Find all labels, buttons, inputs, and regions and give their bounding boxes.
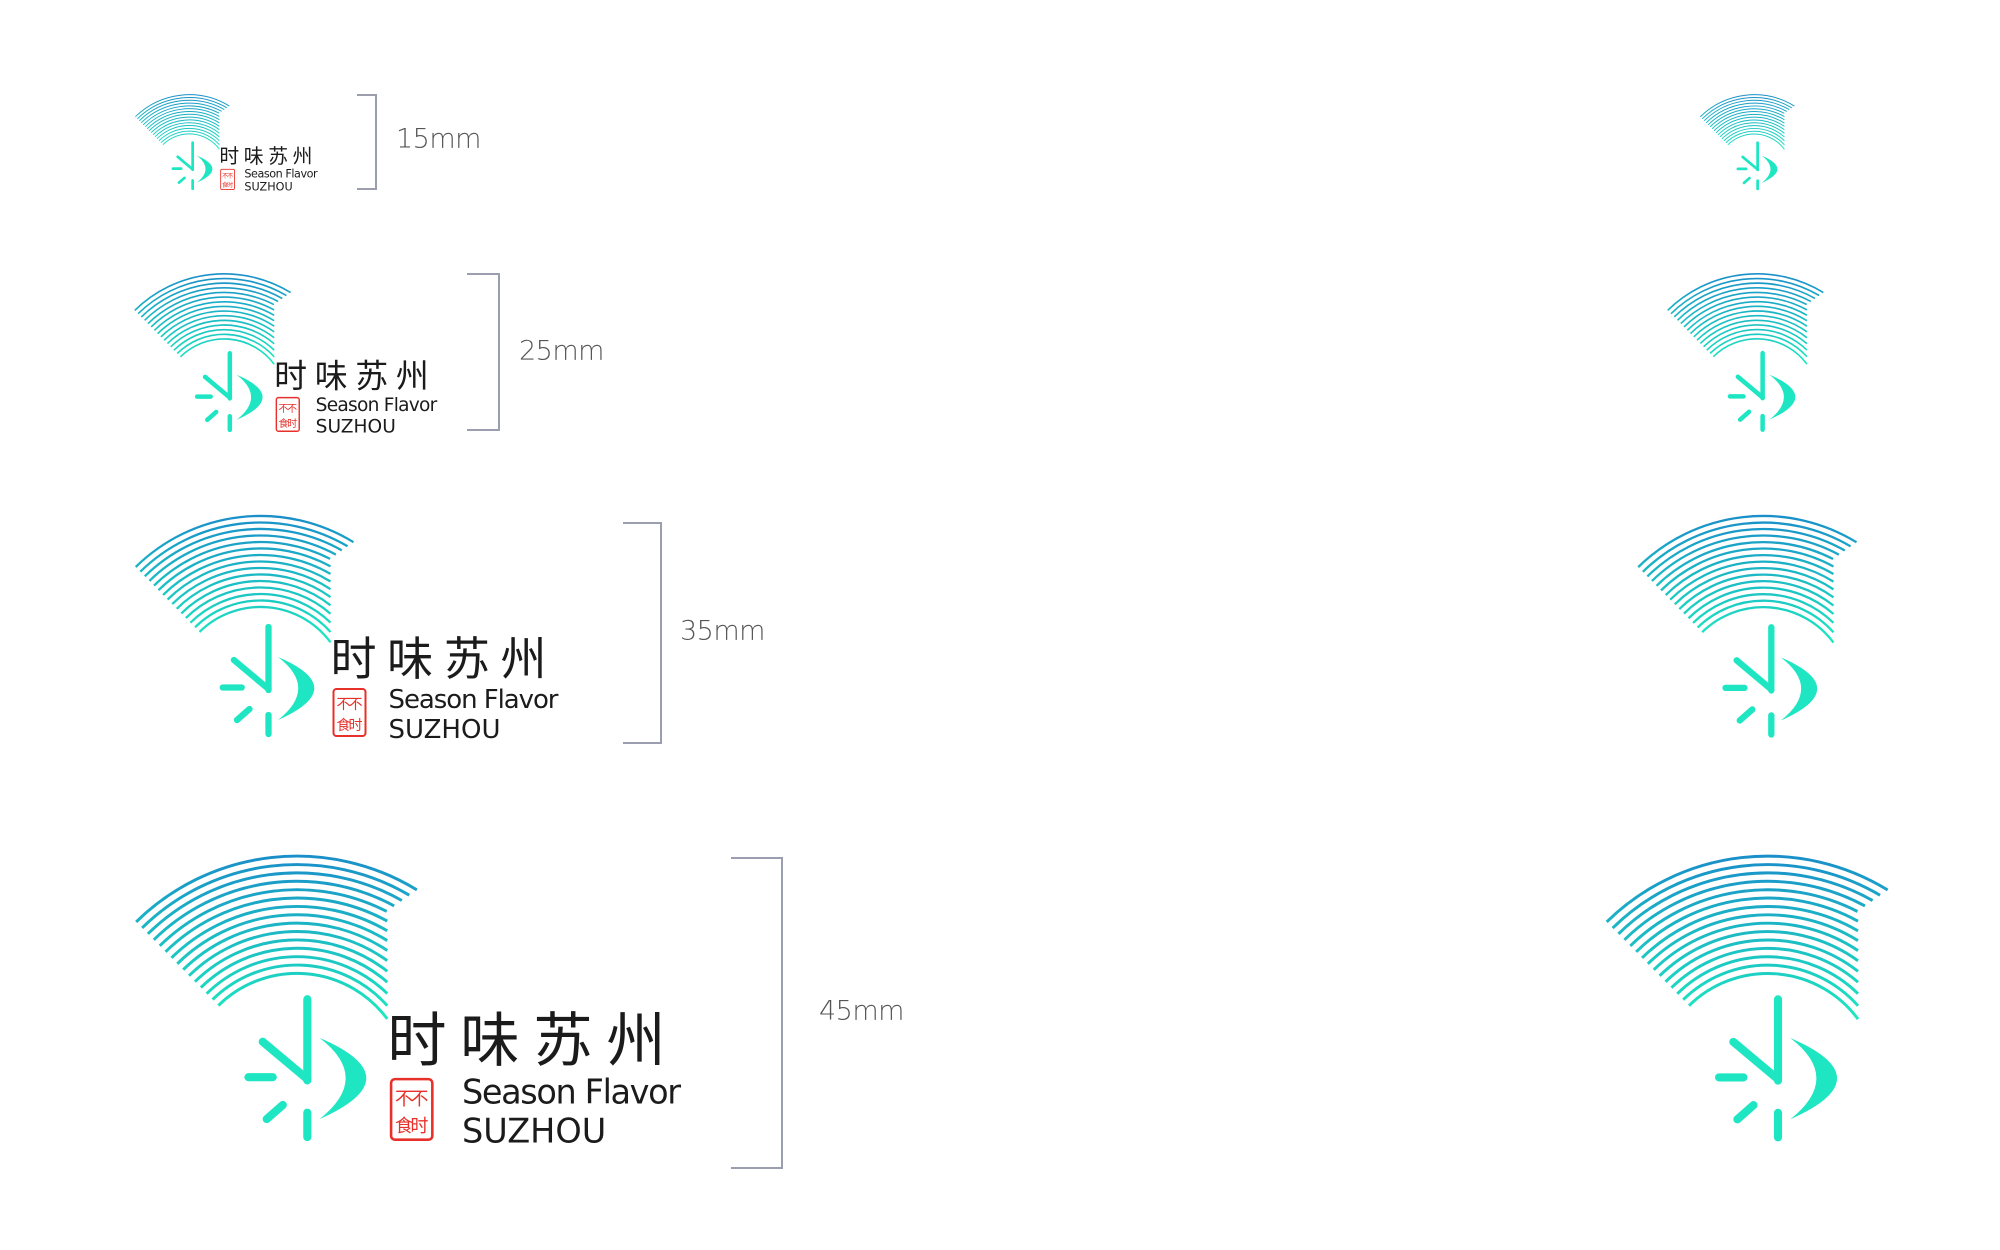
fan-lines-icon [133, 272, 292, 365]
brand-name-en: Season Flavor [244, 167, 318, 180]
fan-lines-icon [134, 854, 419, 1021]
size-bracket [467, 273, 500, 431]
sun-moon-mark-icon [1726, 627, 1818, 734]
fan-lines-icon [1605, 854, 1890, 1021]
fan-lines-icon [1666, 272, 1825, 365]
brand-name-en: Season Flavor [316, 395, 438, 416]
full-logo-15mm: 不不 食时 时味苏州 Season Flavor SUZHOU [134, 93, 318, 193]
fan-lines-icon [1637, 514, 1858, 644]
brand-city: SUZHOU [316, 416, 396, 437]
sun-moon-mark-icon [248, 999, 366, 1137]
seal-text-bottom: 食时 [337, 717, 363, 734]
sun-moon-mark-icon [171, 140, 214, 190]
sun-moon-mark-icon [223, 627, 314, 734]
fan-lines-icon [134, 93, 230, 150]
symbol-logo [1699, 93, 1795, 190]
symbol-logo [1605, 854, 1890, 1150]
full-logo-45mm: 不不 食时 时味苏州 Season Flavor SUZHOU [134, 854, 683, 1150]
size-label: 35mm [680, 615, 765, 647]
size-bracket [623, 522, 662, 744]
brand-name-cn: 时味苏州 [219, 145, 318, 168]
seal-text-bottom: 食时 [395, 1116, 429, 1137]
size-label: 15mm [396, 123, 481, 155]
seal-text-bottom: 食时 [278, 417, 297, 430]
size-label: 45mm [819, 995, 904, 1027]
seal-text-top: 不不 [278, 404, 297, 415]
sun-moon-mark-icon [1719, 999, 1837, 1137]
sun-moon-mark-icon [1736, 140, 1779, 190]
seal-text-top: 不不 [222, 172, 233, 179]
brand-name-cn: 时味苏州 [274, 356, 439, 395]
sun-moon-mark-icon [1730, 353, 1795, 429]
full-logo-25mm: 不不 食时 时味苏州 Season Flavor SUZHOU [133, 272, 439, 437]
brand-name-en: Season Flavor [389, 685, 559, 715]
fan-lines-icon [1699, 93, 1795, 150]
symbol-logo [1637, 514, 1858, 745]
brand-city: SUZHOU [244, 180, 292, 193]
seal-text-bottom: 食时 [222, 180, 233, 188]
size-bracket [357, 94, 377, 190]
fan-lines-icon [134, 514, 355, 644]
sun-moon-mark-icon [197, 353, 262, 430]
size-label: 25mm [519, 335, 604, 367]
symbol-logo [1666, 272, 1825, 437]
brand-name-cn: 时味苏州 [387, 1006, 683, 1075]
seal-text-top: 不不 [395, 1089, 429, 1110]
seal-text-top: 不不 [337, 697, 363, 713]
brand-city: SUZHOU [389, 715, 501, 745]
size-bracket [731, 857, 783, 1169]
full-logo-35mm: 不不 食时 时味苏州 Season Flavor SUZHOU [134, 514, 561, 745]
brand-city: SUZHOU [462, 1111, 606, 1150]
brand-name-en: Season Flavor [462, 1073, 681, 1112]
brand-name-cn: 时味苏州 [331, 632, 561, 686]
